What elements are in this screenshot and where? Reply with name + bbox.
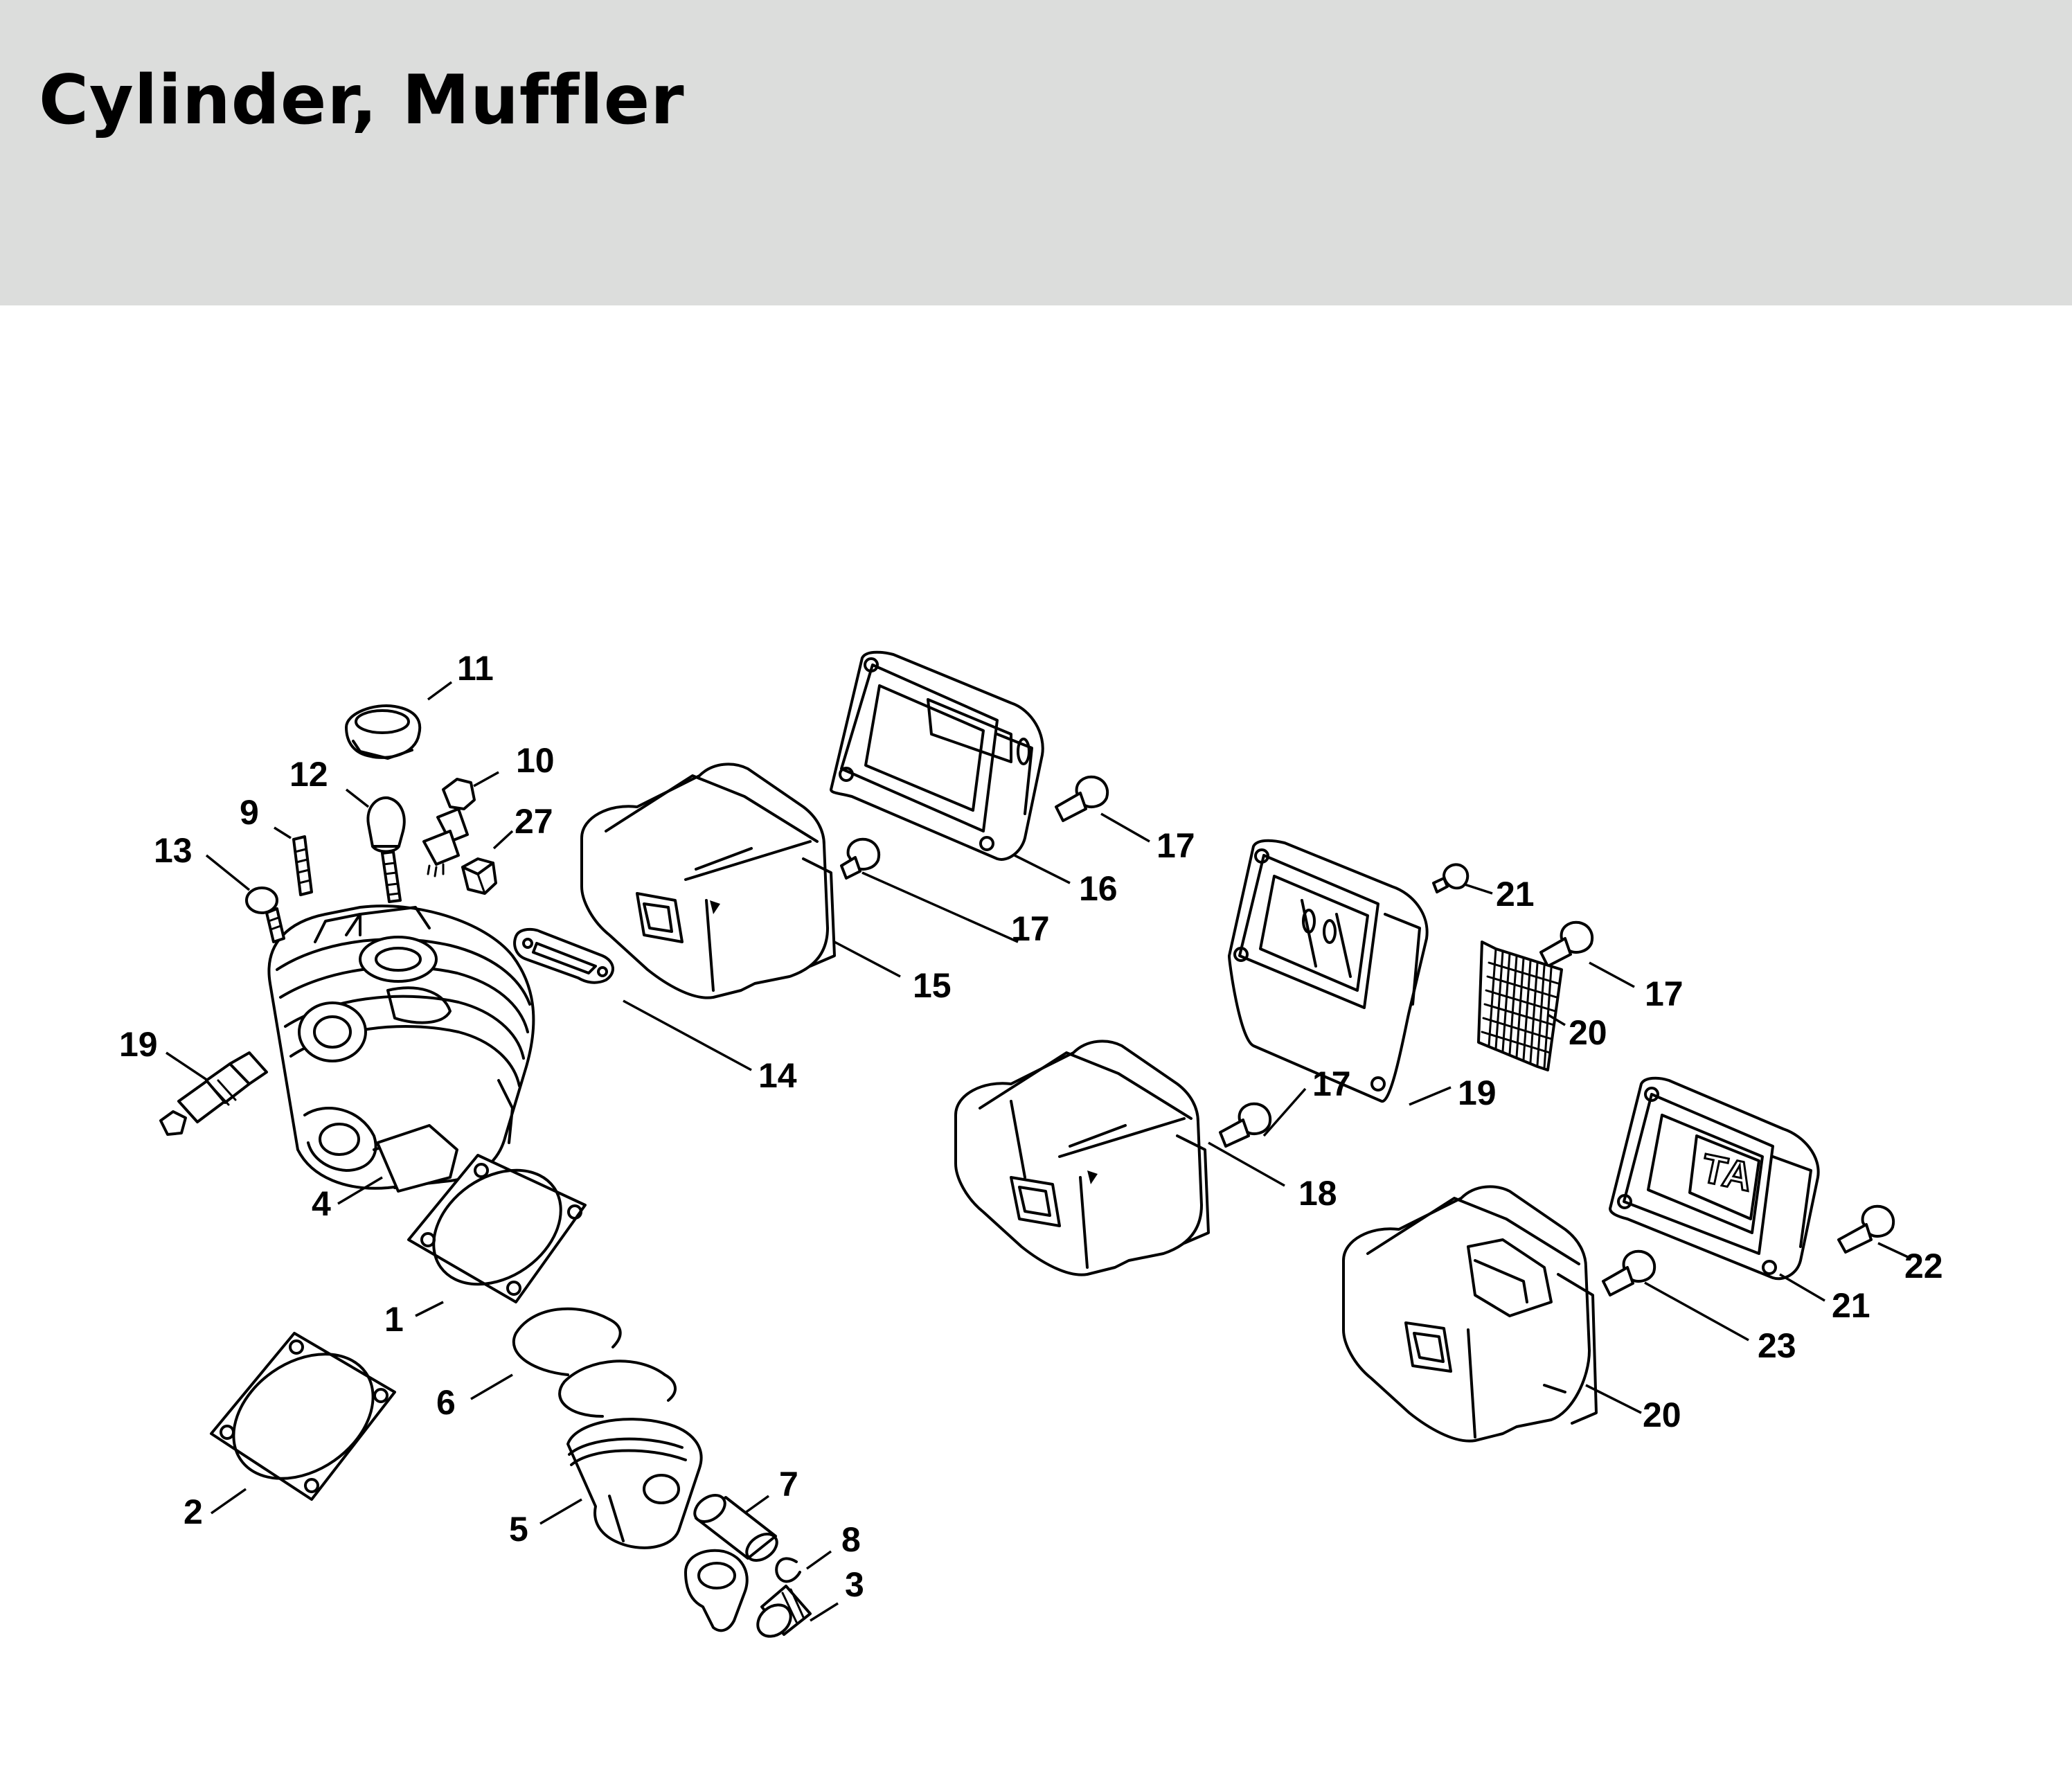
piston-part (566, 1418, 703, 1549)
intake-flange-part (376, 1124, 458, 1193)
callout-13: 13 (154, 831, 193, 870)
callout-26: 23 (1758, 1326, 1796, 1365)
page-title: Cylinder, Muffler (39, 61, 685, 140)
callout-4: 4 (312, 1184, 331, 1223)
callout-leader-lines (166, 681, 1909, 1622)
screw-part (1432, 863, 1470, 893)
callout-8: 8 (841, 1520, 861, 1559)
screw-part (1539, 920, 1593, 968)
callout-1: 1 (384, 1300, 404, 1339)
callout-15: 15 (913, 966, 952, 1005)
callout-labels: 11 10 12 9 27 13 19 4 1 2 6 5 7 8 3 14 1… (119, 649, 1943, 1604)
callout-3: 3 (845, 1565, 864, 1604)
sleeve-part (422, 778, 476, 877)
callout-5: 5 (509, 1510, 528, 1549)
callout-12: 12 (289, 755, 328, 794)
valve-part (366, 796, 406, 853)
muffler-cover-part: TA (1609, 1076, 1820, 1281)
muffler-part (580, 763, 836, 999)
connecting-rod-part (684, 1549, 749, 1632)
callout-10: 10 (516, 741, 555, 780)
callout-21: 21 (1496, 875, 1535, 914)
callout-2: 2 (184, 1493, 203, 1531)
header-band (0, 0, 2072, 305)
piston-ring-part (512, 1307, 677, 1418)
callout-22: 19 (119, 1025, 158, 1064)
muffler-cover-part (1228, 839, 1429, 1103)
stud-part (292, 835, 313, 896)
spark-arrestor-screen-part (1477, 941, 1563, 1071)
callout-17: 17 (1011, 909, 1050, 948)
stud-part (381, 850, 402, 903)
callout-17: 17 (1645, 974, 1684, 1013)
cylinder-gasket-part (407, 1154, 587, 1303)
screw-part (1055, 775, 1109, 822)
base-gasket-part (210, 1332, 396, 1501)
callout-14: 14 (758, 1056, 797, 1095)
muffler-part (1342, 1185, 1598, 1443)
cylinder-part (267, 905, 535, 1190)
needle-cage-part (756, 1585, 812, 1638)
muffler-cover-part (830, 650, 1044, 861)
callout-11: 11 (457, 649, 494, 688)
callout-18: 18 (1298, 1174, 1337, 1213)
callout-17: 17 (1312, 1064, 1351, 1103)
screw-part (1219, 1102, 1271, 1148)
circlip-part (775, 1557, 801, 1583)
callout-6: 6 (436, 1383, 456, 1422)
callout-23: 20 (1643, 1396, 1681, 1434)
piston-pin-part (693, 1493, 778, 1562)
callout-25: 22 (1904, 1247, 1943, 1285)
callout-16: 16 (1079, 869, 1118, 908)
callout-17: 17 (1156, 826, 1195, 865)
spark-plug-part (159, 1051, 268, 1136)
callout-9: 9 (240, 793, 259, 832)
callout-19: 19 (1458, 1073, 1497, 1112)
muffler-gasket-part (513, 927, 614, 984)
screw-part (1602, 1249, 1656, 1297)
plug-part (461, 857, 497, 895)
callout-24: 21 (1832, 1286, 1870, 1325)
screw-part (840, 837, 880, 880)
screw-part (245, 886, 285, 943)
muffler-part (954, 1040, 1210, 1276)
callout-20: 20 (1569, 1013, 1607, 1052)
decompression-cap-part (345, 704, 422, 760)
screw-part (1837, 1204, 1895, 1254)
callout-27: 27 (515, 802, 553, 841)
callout-7: 7 (779, 1465, 798, 1504)
